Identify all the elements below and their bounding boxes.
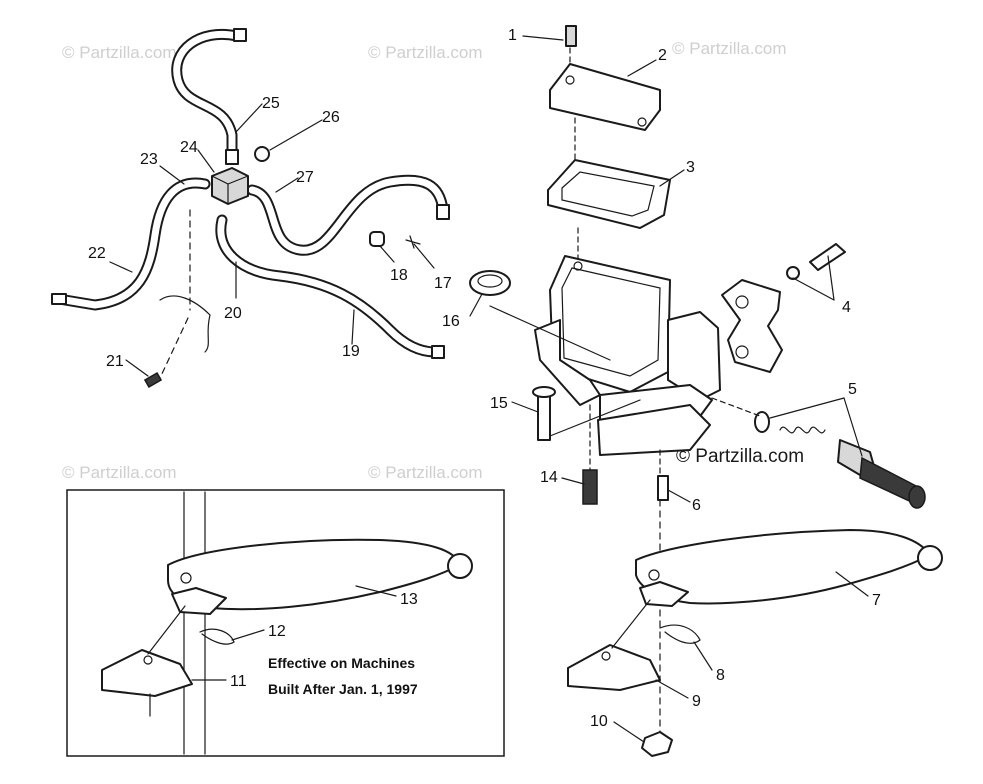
callout-14: 14 xyxy=(540,469,558,486)
return-spring-8 xyxy=(659,624,701,644)
callout-25: 25 xyxy=(262,95,280,112)
callout-9: 9 xyxy=(692,693,701,710)
watermark-mid-left: © Partzilla.com xyxy=(62,463,177,482)
callout-11: 11 xyxy=(230,673,247,690)
callout-27: 27 xyxy=(296,169,314,186)
callout-labels: 1 2 3 4 5 6 7 8 9 10 11 12 13 14 15 16 1… xyxy=(88,27,881,730)
callout-8: 8 xyxy=(716,667,725,684)
callout-16: 16 xyxy=(442,313,460,330)
hose-fitting-19 xyxy=(431,345,445,359)
master-cylinder-assembly xyxy=(469,25,926,741)
inset-note-line1: Effective on Machines xyxy=(268,655,415,671)
bolt-21 xyxy=(143,372,163,388)
clamp-half-body xyxy=(667,311,721,401)
watermark-top-right: © Partzilla.com xyxy=(672,39,787,58)
lever-guard-9 xyxy=(567,644,661,691)
callout-6: 6 xyxy=(692,497,701,514)
reservoir-cover xyxy=(549,63,661,131)
callout-2: 2 xyxy=(658,47,667,64)
mount-bracket xyxy=(159,295,211,353)
hose-fitting-22 xyxy=(51,293,67,305)
watermark-prominent: © Partzilla.com xyxy=(676,446,804,467)
watermark-top-left: © Partzilla.com xyxy=(62,43,177,62)
return-spring-12 xyxy=(199,628,235,645)
callout-24: 24 xyxy=(180,139,198,156)
hose-fitting-25 xyxy=(225,149,239,165)
fitting-26 xyxy=(254,146,270,162)
hose-fitting-top xyxy=(233,28,247,42)
clip-18 xyxy=(369,231,385,247)
diaphragm-gasket xyxy=(547,159,671,229)
callout-26: 26 xyxy=(322,109,340,126)
leader-lines xyxy=(109,35,869,743)
brake-lever-right xyxy=(567,529,943,757)
piston-kit xyxy=(711,397,926,509)
lock-nut-10 xyxy=(641,731,673,757)
callout-18: 18 xyxy=(390,267,408,284)
cover-screw xyxy=(565,25,577,47)
inset-note-line2: Built After Jan. 1, 1997 xyxy=(268,681,418,697)
junction-block xyxy=(211,167,249,205)
callout-1: 1 xyxy=(508,27,517,44)
clamp-washer xyxy=(786,266,800,280)
hose-fitting-27 xyxy=(436,204,450,220)
callout-10: 10 xyxy=(590,713,608,730)
callout-3: 3 xyxy=(686,159,695,176)
callout-13: 13 xyxy=(400,591,418,608)
callout-19: 19 xyxy=(342,343,360,360)
cylinder-bore xyxy=(534,319,601,406)
callout-20: 20 xyxy=(224,305,242,322)
callout-22: 22 xyxy=(88,245,106,262)
pivot-screw-15 xyxy=(537,391,551,441)
inset-frame xyxy=(66,489,505,757)
callout-23: 23 xyxy=(140,151,158,168)
brake-lever-7 xyxy=(635,529,931,605)
pivot-bolt-14 xyxy=(582,469,598,505)
callout-4: 4 xyxy=(842,299,851,316)
clamp-bolt xyxy=(809,243,846,271)
callout-5: 5 xyxy=(848,381,857,398)
callout-12: 12 xyxy=(268,623,286,640)
lever-mount-lower xyxy=(597,404,711,456)
inset-panel: Effective on Machines Built After Jan. 1… xyxy=(66,489,505,757)
callout-15: 15 xyxy=(490,395,508,412)
lever-guard-11 xyxy=(101,649,193,697)
lever-pivot-block xyxy=(639,581,689,607)
callout-21: 21 xyxy=(106,353,124,370)
watermark-layer: © Partzilla.com © Partzilla.com © Partzi… xyxy=(62,39,804,482)
inset-pivot-block xyxy=(171,587,227,615)
brake-hose-assembly xyxy=(51,28,450,388)
lever-pin-6 xyxy=(657,475,669,501)
watermark-top-center: © Partzilla.com xyxy=(368,43,483,62)
clip-17 xyxy=(405,235,421,249)
handlebar-clamp xyxy=(721,279,783,373)
callout-7: 7 xyxy=(872,592,881,609)
callout-17: 17 xyxy=(434,275,452,292)
watermark-mid-center: © Partzilla.com xyxy=(368,463,483,482)
